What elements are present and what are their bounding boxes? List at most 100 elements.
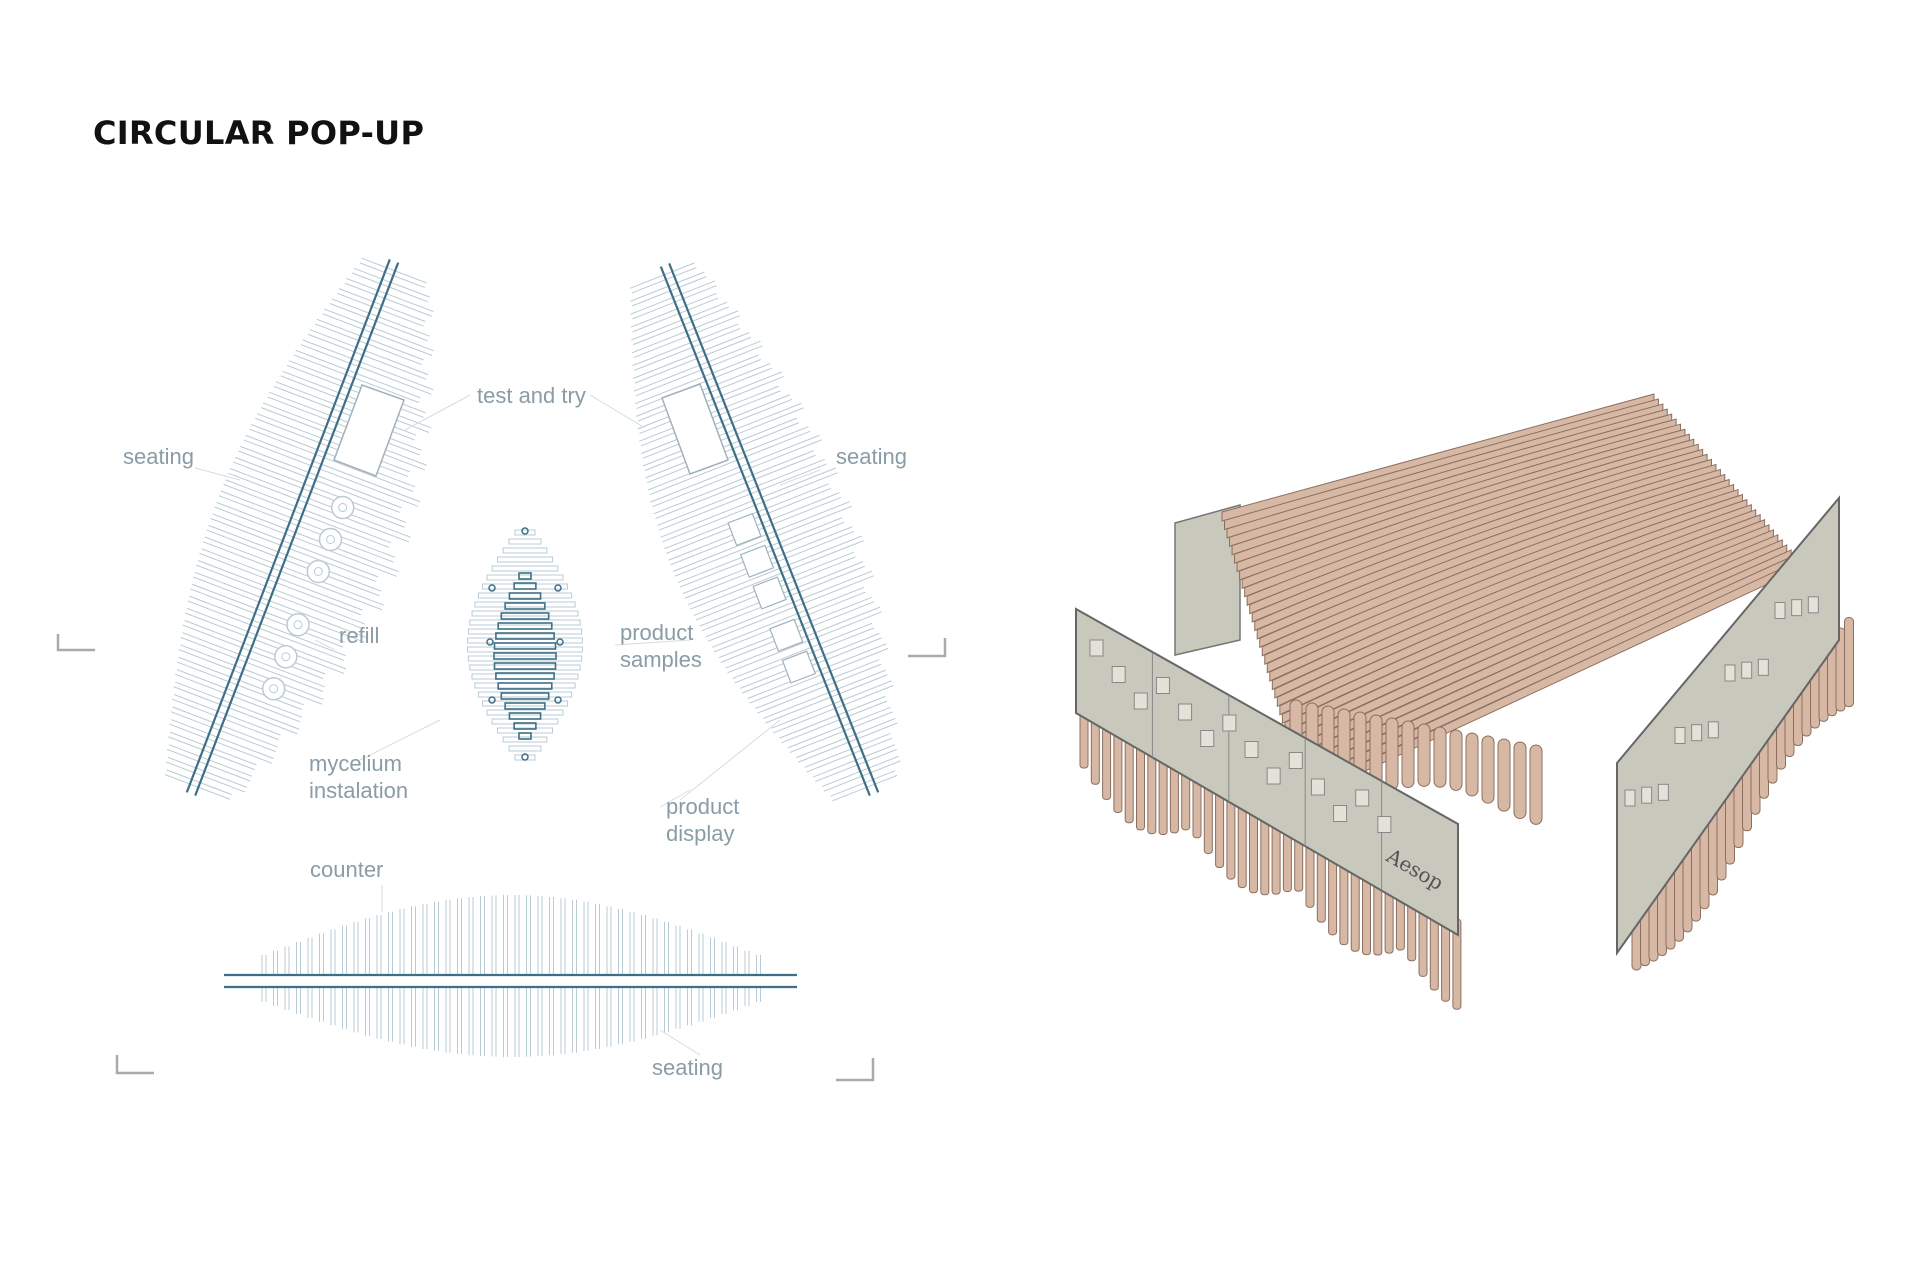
right-wall-panel xyxy=(1616,495,1840,957)
front-seating-slat xyxy=(1373,873,1383,956)
mycelium-panel xyxy=(500,692,550,700)
right-seating-slat xyxy=(1733,753,1744,849)
left-wall-slat xyxy=(191,583,346,643)
left-wall-slat xyxy=(216,501,399,573)
right-seating-slat xyxy=(1818,648,1829,722)
front-seating-slat xyxy=(1407,893,1417,962)
display-niche xyxy=(1178,703,1193,721)
right-wall-slat xyxy=(629,262,695,289)
right-seating-slat xyxy=(1767,711,1778,784)
front-seating-slat xyxy=(1181,765,1191,831)
mycelium-slat xyxy=(469,619,581,626)
mycelium-post xyxy=(554,584,562,592)
front-seating-slat xyxy=(1169,758,1179,834)
right-wall-slat xyxy=(832,774,898,802)
ceiling-rib xyxy=(1305,702,1319,779)
label-seating-bottom: seating xyxy=(652,1055,723,1080)
left-wall-slat xyxy=(172,698,279,741)
right-seating-slat xyxy=(1682,816,1693,933)
section-mark xyxy=(115,1055,154,1075)
right-wall-slat xyxy=(633,315,741,359)
section-mark xyxy=(836,1058,875,1082)
right-wall-slat xyxy=(815,748,897,783)
leader-line xyxy=(589,394,646,429)
mycelium-slat xyxy=(486,709,564,716)
mycelium-panel xyxy=(493,652,557,660)
left-wall-slat xyxy=(169,723,272,764)
refill-station-icon xyxy=(306,559,331,584)
front-seating-slat xyxy=(1124,733,1134,824)
mycelium-post xyxy=(488,584,496,592)
right-wall-slat xyxy=(830,770,896,797)
right-wall-slat xyxy=(688,535,863,606)
back-wall-panel xyxy=(1174,504,1241,656)
left-wall-slat xyxy=(173,686,298,735)
front-seating-slat xyxy=(1192,771,1202,839)
display-niche xyxy=(1791,599,1803,617)
left-wall-slat xyxy=(210,518,377,583)
right-seating-slat xyxy=(1835,627,1846,712)
roof-slat xyxy=(1259,468,1721,649)
left-wall-slat xyxy=(220,490,396,558)
mycelium-slat xyxy=(514,529,536,536)
refill-station-icon xyxy=(281,652,291,662)
display-niche xyxy=(1377,816,1392,833)
right-wall-slat xyxy=(757,663,882,714)
right-wall-slat xyxy=(637,367,773,422)
left-wall-slat xyxy=(178,656,304,706)
right-wall-slat xyxy=(705,570,873,638)
left-wall-slat xyxy=(187,600,345,661)
mycelium-post xyxy=(556,638,564,646)
display-niche xyxy=(1111,666,1126,683)
refill-station-icon xyxy=(293,620,303,630)
left-wall-slat xyxy=(238,450,400,513)
roof-slat xyxy=(1254,458,1713,632)
right-wall-slat xyxy=(764,674,888,724)
mycelium-panel xyxy=(500,612,550,620)
left-wall-slat xyxy=(307,333,427,380)
front-seating-slat xyxy=(1384,880,1394,954)
roof-slat xyxy=(1286,524,1770,741)
ceiling-rib xyxy=(1385,717,1399,790)
leader-line xyxy=(359,719,441,761)
front-seating-slat xyxy=(1113,726,1123,813)
ceiling-rib xyxy=(1353,711,1367,792)
product-sample-box xyxy=(727,512,762,547)
right-seating-slat xyxy=(1784,690,1795,758)
right-seating-slat xyxy=(1699,795,1710,910)
display-niche xyxy=(1333,805,1348,822)
mycelium-panel xyxy=(504,702,546,710)
test-and-try-table-right xyxy=(661,383,729,475)
ceiling-rib xyxy=(1289,699,1303,771)
display-niche xyxy=(1155,677,1170,694)
display-niche xyxy=(1757,658,1769,676)
right-seating-slat xyxy=(1827,638,1837,717)
mycelium-slat xyxy=(508,745,542,752)
left-wall-slat xyxy=(223,483,390,548)
display-niche xyxy=(1355,789,1370,807)
right-wall-slat xyxy=(631,276,707,307)
left-wall-slat xyxy=(180,636,324,692)
front-seating-slat xyxy=(1079,707,1089,769)
left-wall-slat xyxy=(202,541,383,611)
right-seating-slat xyxy=(1750,732,1761,815)
left-wall-slat xyxy=(251,424,416,488)
right-wall-slat xyxy=(637,371,783,430)
left-wall-slat xyxy=(168,744,253,777)
left-wall-slat xyxy=(166,748,251,782)
front-seating-slat xyxy=(1249,803,1258,894)
refill-station-icon xyxy=(318,527,343,552)
front-seating-slat xyxy=(1215,784,1225,869)
mycelium-post xyxy=(554,696,562,704)
front-seating-slat xyxy=(1136,739,1145,831)
right-wall-slat xyxy=(727,611,882,674)
right-wall-slat xyxy=(707,575,874,642)
left-wall-slat xyxy=(322,313,433,356)
roof-slat xyxy=(1229,408,1668,547)
refill-station-icon xyxy=(274,645,298,669)
right-wall-slat xyxy=(639,376,784,435)
front-seating-slat xyxy=(1452,918,1462,1010)
left-wall-slat xyxy=(228,472,410,543)
product-sample-box xyxy=(739,544,775,578)
right-wall-slat xyxy=(634,328,741,371)
